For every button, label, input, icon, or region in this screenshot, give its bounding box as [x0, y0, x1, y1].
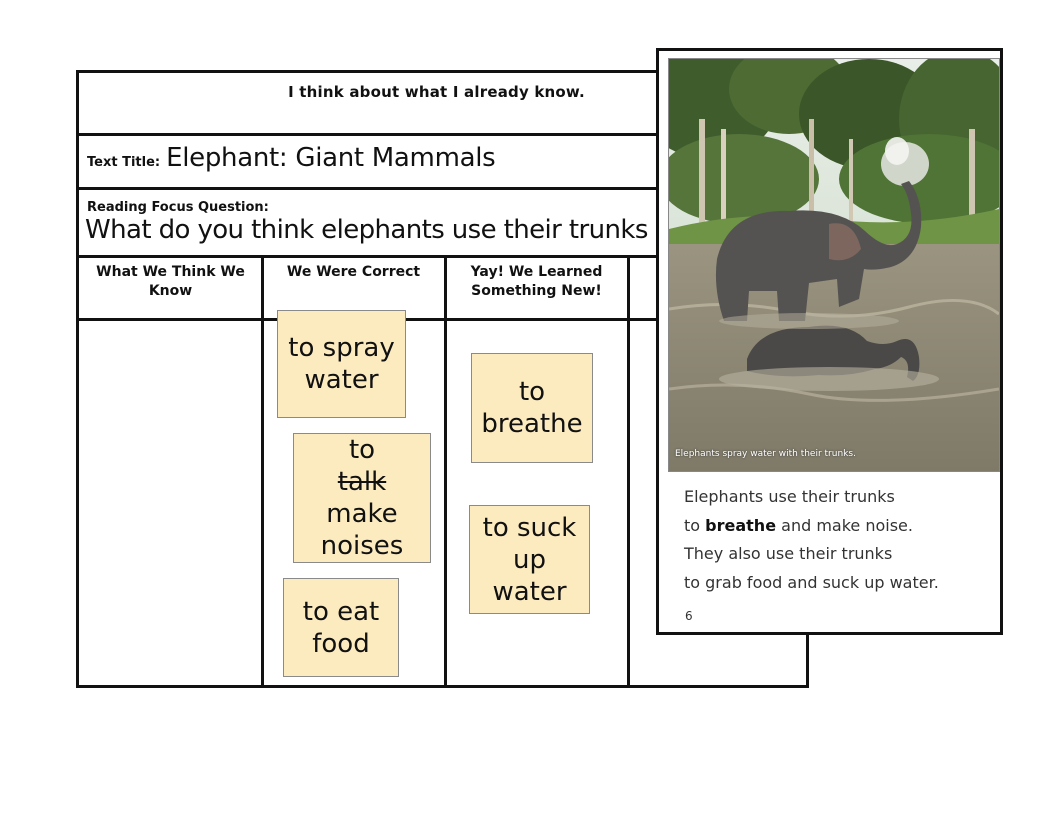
note-text: water	[492, 576, 567, 607]
text-title-label: Text Title:	[87, 155, 161, 170]
worksheet-heading: I think about what I already know.	[288, 83, 585, 101]
note-text: water	[304, 365, 379, 395]
book-text-line: They also use their trunks	[684, 544, 893, 563]
text-title-row: Text Title: Elephant: Giant Mammals	[87, 143, 496, 173]
row-divider	[79, 255, 806, 258]
text-title: Elephant: Giant Mammals	[166, 143, 496, 173]
elephant-illustration	[669, 59, 999, 471]
photo-caption: Elephants spray water with their trunks.	[675, 449, 856, 459]
note-text: to	[518, 377, 546, 407]
row-divider	[79, 318, 806, 321]
row-divider	[79, 133, 806, 136]
note-text: noises	[320, 531, 404, 561]
column-header-learned-something-new: Yay! We Learned Something New!	[470, 264, 603, 299]
column-header-think-we-know: What We Think We Know	[96, 264, 245, 299]
note-text: to eat	[302, 596, 380, 627]
page-number: 6	[685, 609, 693, 623]
row-divider	[79, 187, 806, 190]
book-page: Elephants spray water with their trunks.…	[656, 48, 1003, 635]
column-divider	[261, 255, 264, 685]
note-text: to suck	[482, 512, 577, 543]
book-text-line: to grab food and suck up water.	[684, 572, 939, 592]
book-text-line: Elephants use their trunks	[684, 487, 895, 506]
sticky-note-make-noises[interactable]: to talk make noises	[293, 433, 431, 563]
bold-word: breathe	[705, 515, 777, 535]
note-text: up	[513, 544, 546, 575]
column-divider	[444, 255, 447, 685]
book-text-line: to breathe and make noise.	[684, 515, 913, 535]
focus-question: What do you think elephants use their tr…	[85, 215, 680, 245]
note-text: to spray	[288, 333, 395, 363]
focus-question-label: Reading Focus Question:	[87, 200, 269, 215]
note-text: food	[312, 628, 370, 659]
note-text: breathe	[481, 409, 583, 439]
elephant-photo	[668, 58, 1000, 472]
book-body-text: Elephants use their trunks to breathe an…	[684, 483, 939, 597]
column-header-we-were-correct: We Were Correct	[286, 264, 421, 280]
crossed-out-word: talk	[337, 467, 387, 497]
column-divider	[627, 255, 630, 685]
note-text: to	[348, 435, 376, 465]
note-text: make	[326, 499, 398, 529]
